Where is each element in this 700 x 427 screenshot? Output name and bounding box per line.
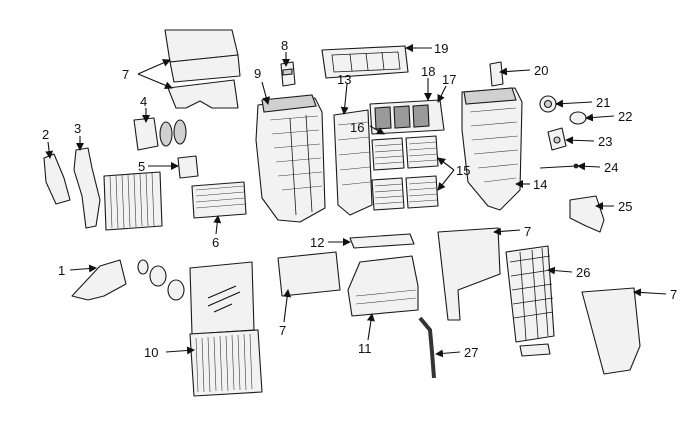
part-flap-assembly-13 [333, 109, 373, 216]
part-drain-hose-27 [418, 316, 436, 379]
leader-7d [633, 288, 667, 297]
callout-2: 2 [42, 127, 49, 142]
callout-20: 20 [534, 63, 548, 78]
leader-lines [45, 44, 667, 358]
leader-9 [261, 81, 271, 105]
callout-21: 21 [596, 95, 610, 110]
part-vent-grille-18 [369, 99, 445, 135]
leader-6 [213, 215, 222, 235]
part-panel-pipes [189, 261, 255, 335]
callout-9: 9 [254, 66, 261, 81]
leader-15a [437, 157, 455, 171]
callout-4: 4 [140, 94, 147, 109]
callout-7a: 7 [122, 67, 129, 82]
leader-7b [493, 227, 521, 236]
leader-21 [555, 99, 593, 108]
part-duct-25 [569, 195, 605, 233]
leader-7a-2 [137, 73, 173, 90]
leader-23 [565, 136, 595, 145]
callout-19: 19 [434, 41, 448, 56]
part-flap-grids-15 [371, 135, 439, 211]
leader-16 [369, 125, 385, 135]
part-seal-rings [137, 259, 185, 301]
part-pad-7-lower [277, 251, 341, 297]
leader-20 [499, 67, 531, 76]
leader-2 [45, 141, 54, 159]
callout-7b: 7 [524, 224, 531, 239]
part-sensor-24 [539, 163, 579, 169]
part-housing-left-9 [255, 94, 326, 223]
part-lower-case-11 [347, 255, 419, 317]
callout-7c: 7 [279, 323, 286, 338]
callout-24: 24 [604, 160, 618, 175]
callout-15: 15 [456, 163, 470, 178]
part-bracket-20 [489, 61, 504, 87]
callout-26: 26 [576, 265, 590, 280]
leader-15b [437, 169, 455, 191]
callout-25: 25 [618, 199, 632, 214]
part-grid-panel-26 [505, 245, 555, 357]
part-housing-right-14 [461, 87, 523, 211]
part-actuator-23 [547, 127, 567, 151]
callout-labels: 7 8 9 19 20 13 18 17 16 4 21 22 23 24 2 … [42, 38, 677, 360]
callout-16: 16 [350, 120, 364, 135]
callout-27: 27 [464, 345, 478, 360]
part-actuator-21 [539, 95, 557, 113]
part-bracket-8 [280, 61, 296, 87]
part-filter-cover-19 [321, 45, 409, 79]
leader-24 [577, 162, 601, 171]
part-duct-1 [71, 259, 127, 301]
callout-23: 23 [598, 134, 612, 149]
callout-3: 3 [74, 121, 81, 136]
leader-1 [69, 264, 97, 273]
callout-18: 18 [421, 64, 435, 79]
part-evaporator-6 [191, 181, 247, 219]
callout-13: 13 [337, 72, 351, 87]
callout-12: 12 [310, 235, 324, 250]
callout-11: 11 [358, 341, 372, 356]
callout-10: 10 [144, 345, 158, 360]
part-filter-10 [189, 329, 263, 397]
callout-8: 8 [281, 38, 288, 53]
callout-1: 1 [58, 263, 65, 278]
part-pad-7-right-a [437, 227, 501, 321]
leader-13 [340, 83, 349, 115]
leader-26 [547, 266, 573, 275]
callout-7d: 7 [670, 287, 677, 302]
callout-14: 14 [533, 177, 547, 192]
leader-7c [283, 289, 292, 323]
part-heater-core [103, 171, 163, 231]
part-pad-7-right-b [581, 287, 641, 375]
part-12 [349, 233, 415, 249]
callout-22: 22 [618, 109, 632, 124]
part-cap-22 [569, 111, 587, 125]
leader-22 [585, 113, 615, 122]
leader-11 [366, 313, 375, 341]
leader-17 [437, 85, 447, 103]
callout-5: 5 [138, 159, 145, 174]
part-duct-cover-top-left [164, 29, 241, 109]
part-blower-4 [133, 117, 187, 151]
leader-7a-1 [137, 59, 171, 75]
leader-10 [165, 346, 195, 355]
callout-17: 17 [442, 72, 456, 87]
callout-6: 6 [212, 235, 219, 250]
part-motor-5 [177, 155, 199, 179]
part-duct-2 [43, 153, 71, 205]
leader-27 [435, 349, 461, 358]
part-duct-3 [73, 147, 101, 229]
